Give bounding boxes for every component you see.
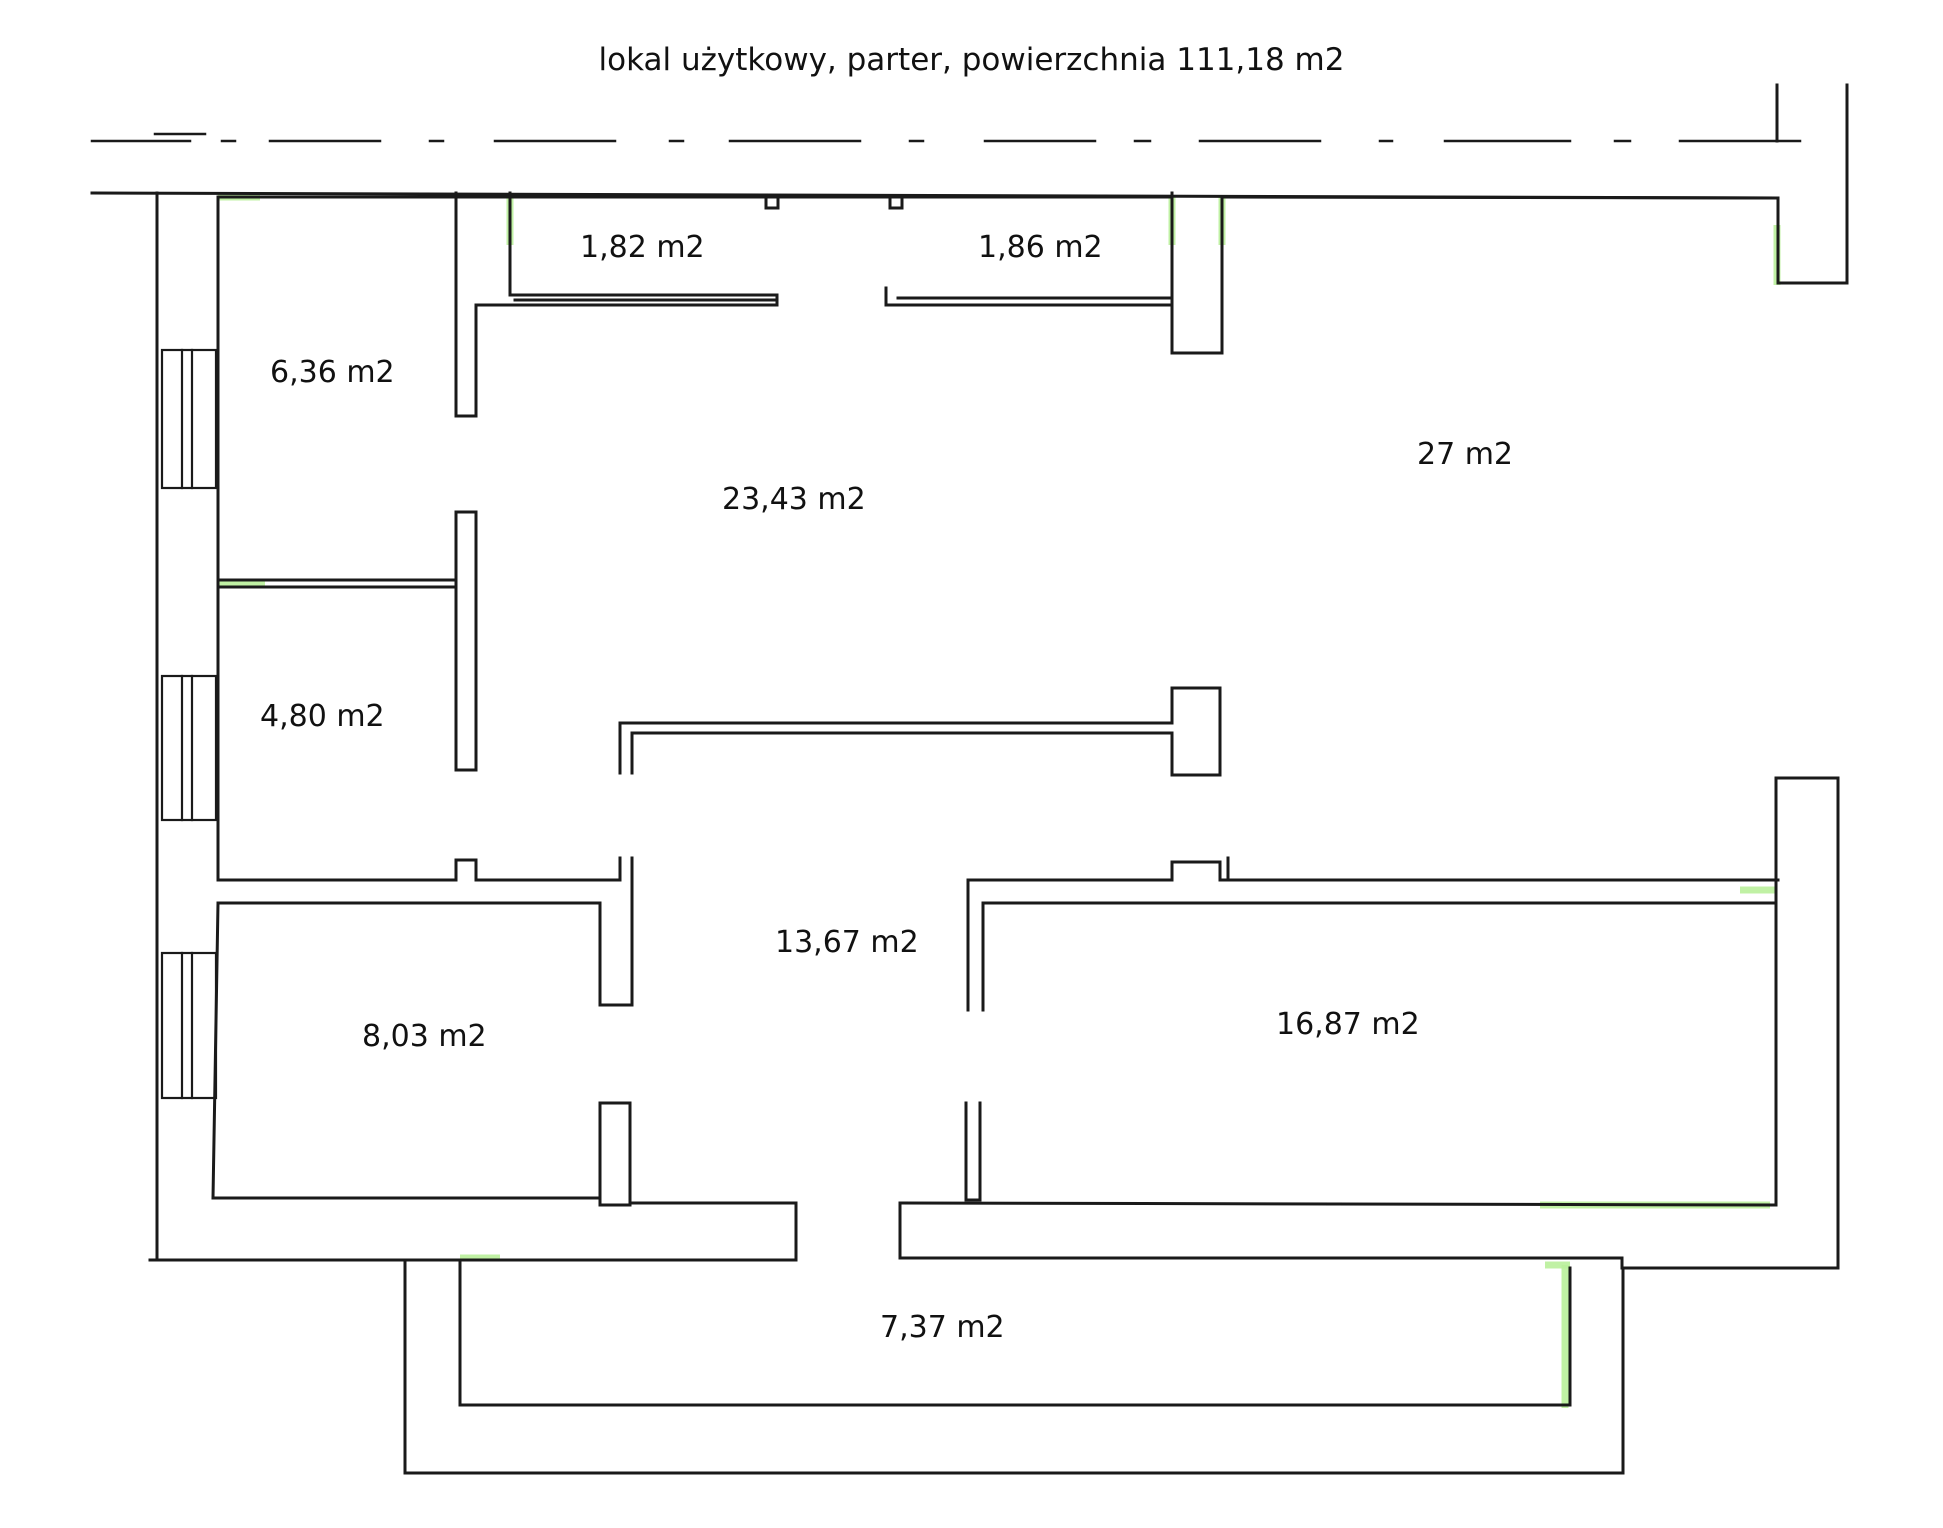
room-area-sw: 8,03 m2 [362,1019,487,1054]
room-area-wc-b: 1,86 m2 [978,230,1103,265]
dashed-boundary [90,132,1802,143]
room-area-hall-main: 23,43 m2 [722,482,866,517]
room-area-hall-east: 27 m2 [1417,437,1514,472]
room-area-se: 16,87 m2 [1276,1007,1420,1042]
room-area-nw: 6,36 m2 [270,355,395,390]
room-area-wc-a: 1,82 m2 [580,230,705,265]
room-area-corridor: 13,67 m2 [775,925,919,960]
outer-walls [90,83,1849,1475]
room-area-w: 4,80 m2 [260,699,385,734]
wall-highlights [218,193,1781,1408]
windows-west [160,348,218,1100]
plan-title: lokal użytkowy, parter, powierzchnia 111… [598,42,1345,78]
room-area-porch: 7,37 m2 [880,1310,1005,1345]
interior-walls [211,191,1780,1207]
